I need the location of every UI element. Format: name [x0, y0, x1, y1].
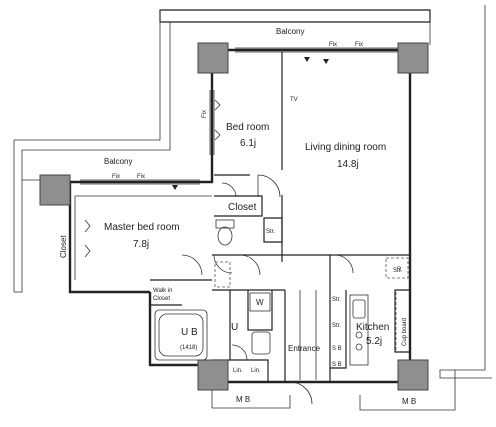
shoe-box-label-1: S B — [332, 346, 342, 352]
linen-label-1: Lin. — [233, 368, 243, 374]
cup-board-label: Cup board — [402, 318, 408, 346]
storage-label-2: Str. — [332, 297, 341, 303]
fix-label-side: Fix — [202, 110, 208, 118]
living-name: Living dining room — [305, 142, 386, 153]
entrance-label: Entrance — [288, 344, 321, 353]
windows — [80, 47, 400, 190]
washer-label: W — [256, 298, 264, 307]
walk-in-label: Walk in — [153, 288, 172, 294]
unit-bath-label: U B — [181, 327, 198, 338]
pillars — [39, 42, 429, 391]
labels: Balcony Balcony Fix Fix Fix Fix Fix TV B… — [59, 27, 416, 406]
utility-label: U — [231, 322, 238, 333]
unit-bath-size: (1418) — [180, 345, 197, 351]
pillar-left — [39, 174, 71, 206]
kitchen-area: 5.2j — [366, 336, 382, 347]
balcony-top-label: Balcony — [276, 27, 304, 36]
pillar-bottom-left — [197, 359, 229, 391]
toilet-tank — [215, 219, 235, 229]
living-area: 14.8j — [337, 159, 359, 170]
linen-label-2: Lin. — [251, 368, 261, 374]
kitchen-name: Kitchen — [356, 322, 389, 333]
fix-label-4: Fix — [137, 174, 145, 180]
fix-label-2: Fix — [355, 42, 363, 48]
master-bedroom-name: Master bed room — [104, 222, 180, 233]
tv-label: TV — [290, 97, 298, 103]
storage-label-1: Str. — [266, 229, 275, 235]
doors — [181, 174, 354, 405]
fix-label-3: Fix — [112, 174, 120, 180]
pillar-top-left — [197, 42, 229, 74]
balcony-left-label: Balcony — [104, 157, 132, 166]
walk-in-closet-label: Closet — [153, 296, 170, 302]
storage-label-3: Str. — [332, 323, 341, 329]
shoe-box-label-2: S B — [332, 362, 342, 368]
toilet-bowl — [217, 226, 233, 246]
washing-machine — [249, 292, 271, 312]
meter-box-left: M B — [236, 395, 250, 404]
pillar-top-right — [397, 42, 429, 74]
storage-label-4: Str. — [393, 268, 402, 274]
bedroom-name: Bed room — [226, 122, 269, 133]
closet-left-label: Closet — [59, 235, 68, 258]
refrigerator-label: R — [397, 267, 402, 273]
fixtures — [84, 99, 369, 380]
fridge — [214, 261, 231, 288]
washbasin — [251, 331, 271, 355]
pillar-bottom-right — [397, 359, 429, 391]
fix-label-1: Fix — [329, 42, 337, 48]
balcony-outline — [13, 5, 492, 411]
kitchen-counter — [349, 294, 369, 366]
bedroom-area: 6.1j — [240, 138, 256, 149]
bathtub — [154, 309, 208, 361]
master-bedroom-area: 7.8j — [133, 239, 149, 250]
closet-mid-label: Closet — [228, 202, 257, 213]
meter-box-right: M B — [402, 397, 416, 406]
